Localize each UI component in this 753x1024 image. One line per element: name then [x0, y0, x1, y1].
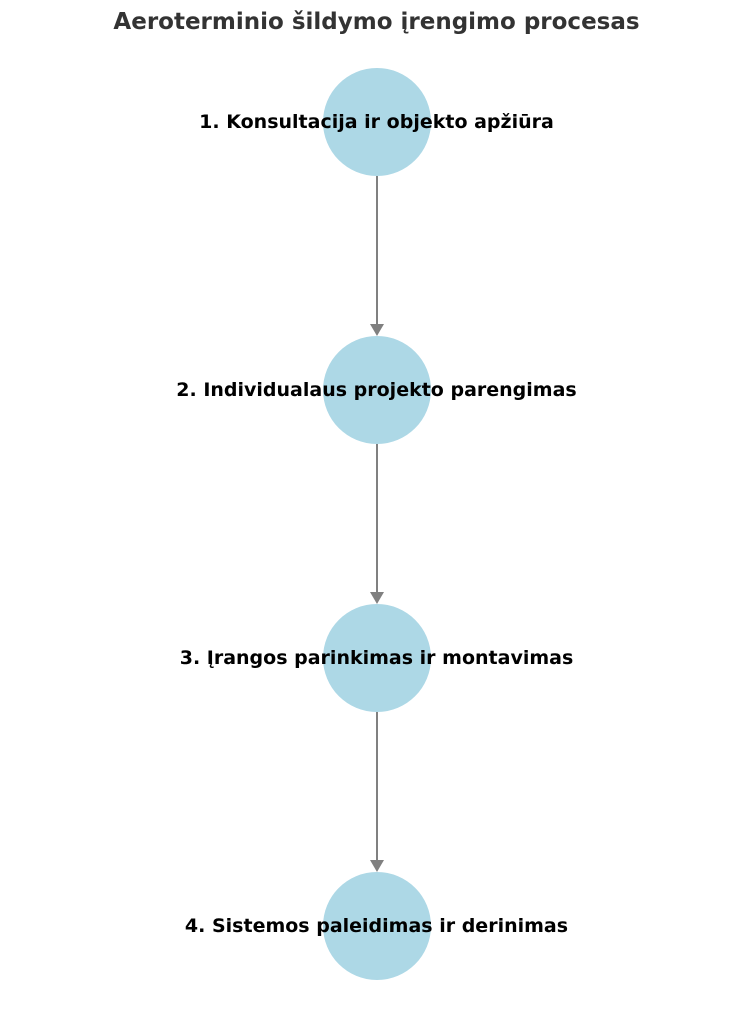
process-step-circle-1	[323, 68, 431, 176]
process-step-label-3: 3. Įrangos parinkimas ir montavimas	[179, 647, 574, 669]
diagram-title: Aeroterminio šildymo įrengimo procesas	[113, 9, 640, 35]
arrow-down-icon	[370, 860, 384, 872]
arrow-line	[376, 444, 378, 592]
process-step-label-1: 1. Konsultacija ir objekto apžiūra	[199, 111, 554, 133]
process-step-circle-2	[323, 336, 431, 444]
process-step-circle-4	[323, 872, 431, 980]
arrow-down-icon	[370, 324, 384, 336]
process-step-label-4: 4. Sistemos paleidimas ir derinimas	[184, 915, 569, 937]
process-step-label-2: 2. Individualaus projekto parengimas	[176, 379, 577, 401]
process-step-circle-3	[323, 604, 431, 712]
arrow-line	[376, 176, 378, 324]
arrow-line	[376, 712, 378, 860]
arrow-down-icon	[370, 592, 384, 604]
